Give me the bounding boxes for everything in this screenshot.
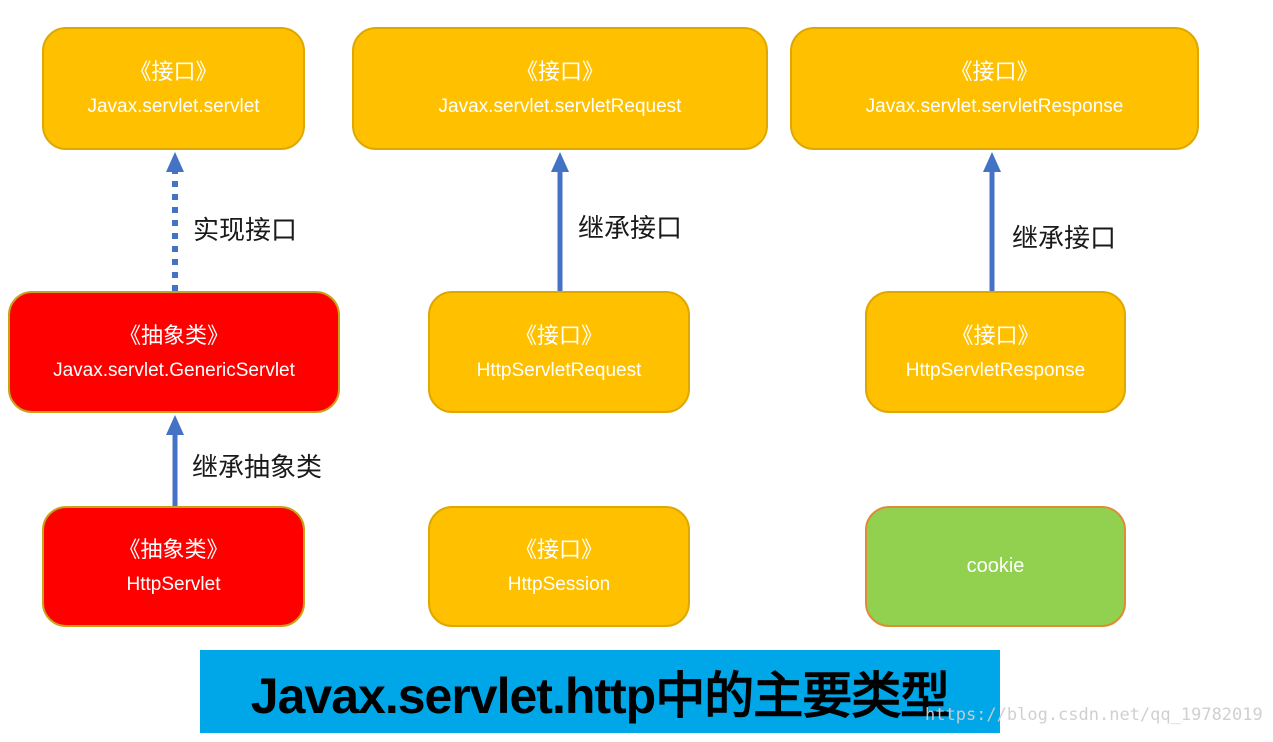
node-stereotype: 《接口》 (514, 537, 603, 563)
node-label: HttpServletRequest (476, 359, 642, 381)
diagram-title-banner: Javax.servlet.http中的主要类型 (200, 650, 1000, 733)
arrow-extend-abstract-class (166, 415, 184, 506)
node-stereotype: 《接口》 (951, 322, 1040, 348)
node-label: HttpServlet (126, 574, 221, 596)
node-stereotype: 《抽象类》 (118, 537, 229, 563)
node-stereotype: 《接口》 (950, 59, 1039, 85)
node-javax-servlet-servlet: 《接口》 Javax.servlet.servlet (42, 27, 305, 150)
arrow-implement-interface (166, 152, 184, 291)
node-http-session: 《接口》 HttpSession (428, 506, 690, 627)
node-javax-servlet-servletresponse: 《接口》 Javax.servlet.servletResponse (790, 27, 1199, 150)
edge-label-extend-abstract-class: 继承抽象类 (192, 452, 323, 482)
node-label: HttpServletResponse (905, 359, 1086, 381)
node-http-servlet: 《抽象类》 HttpServlet (42, 506, 305, 627)
arrow-extend-interface-response (983, 152, 1001, 291)
node-label: Javax.servlet.servletRequest (438, 96, 682, 118)
node-stereotype: 《抽象类》 (118, 322, 229, 348)
node-cookie: cookie (865, 506, 1126, 627)
node-stereotype: 《接口》 (515, 59, 604, 85)
node-label: Javax.servlet.GenericServlet (53, 359, 295, 381)
node-http-servlet-response: 《接口》 HttpServletResponse (865, 291, 1126, 413)
node-stereotype: 《接口》 (514, 322, 603, 348)
edge-label-implement-interface: 实现接口 (193, 215, 298, 245)
node-generic-servlet: 《抽象类》 Javax.servlet.GenericServlet (8, 291, 340, 413)
node-label: cookie (966, 555, 1025, 577)
node-stereotype: 《接口》 (129, 59, 218, 85)
node-label: Javax.servlet.servletResponse (865, 96, 1124, 118)
edge-label-extend-interface-request: 继承接口 (578, 213, 683, 243)
node-javax-servlet-servletrequest: 《接口》 Javax.servlet.servletRequest (352, 27, 768, 150)
node-http-servlet-request: 《接口》 HttpServletRequest (428, 291, 690, 413)
node-label: Javax.servlet.servlet (87, 96, 260, 118)
arrow-extend-interface-request (551, 152, 569, 291)
node-label: HttpSession (507, 574, 611, 596)
watermark-url: https://blog.csdn.net/qq_19782019 (925, 705, 1263, 725)
edge-label-extend-interface-response: 继承接口 (1012, 223, 1117, 253)
